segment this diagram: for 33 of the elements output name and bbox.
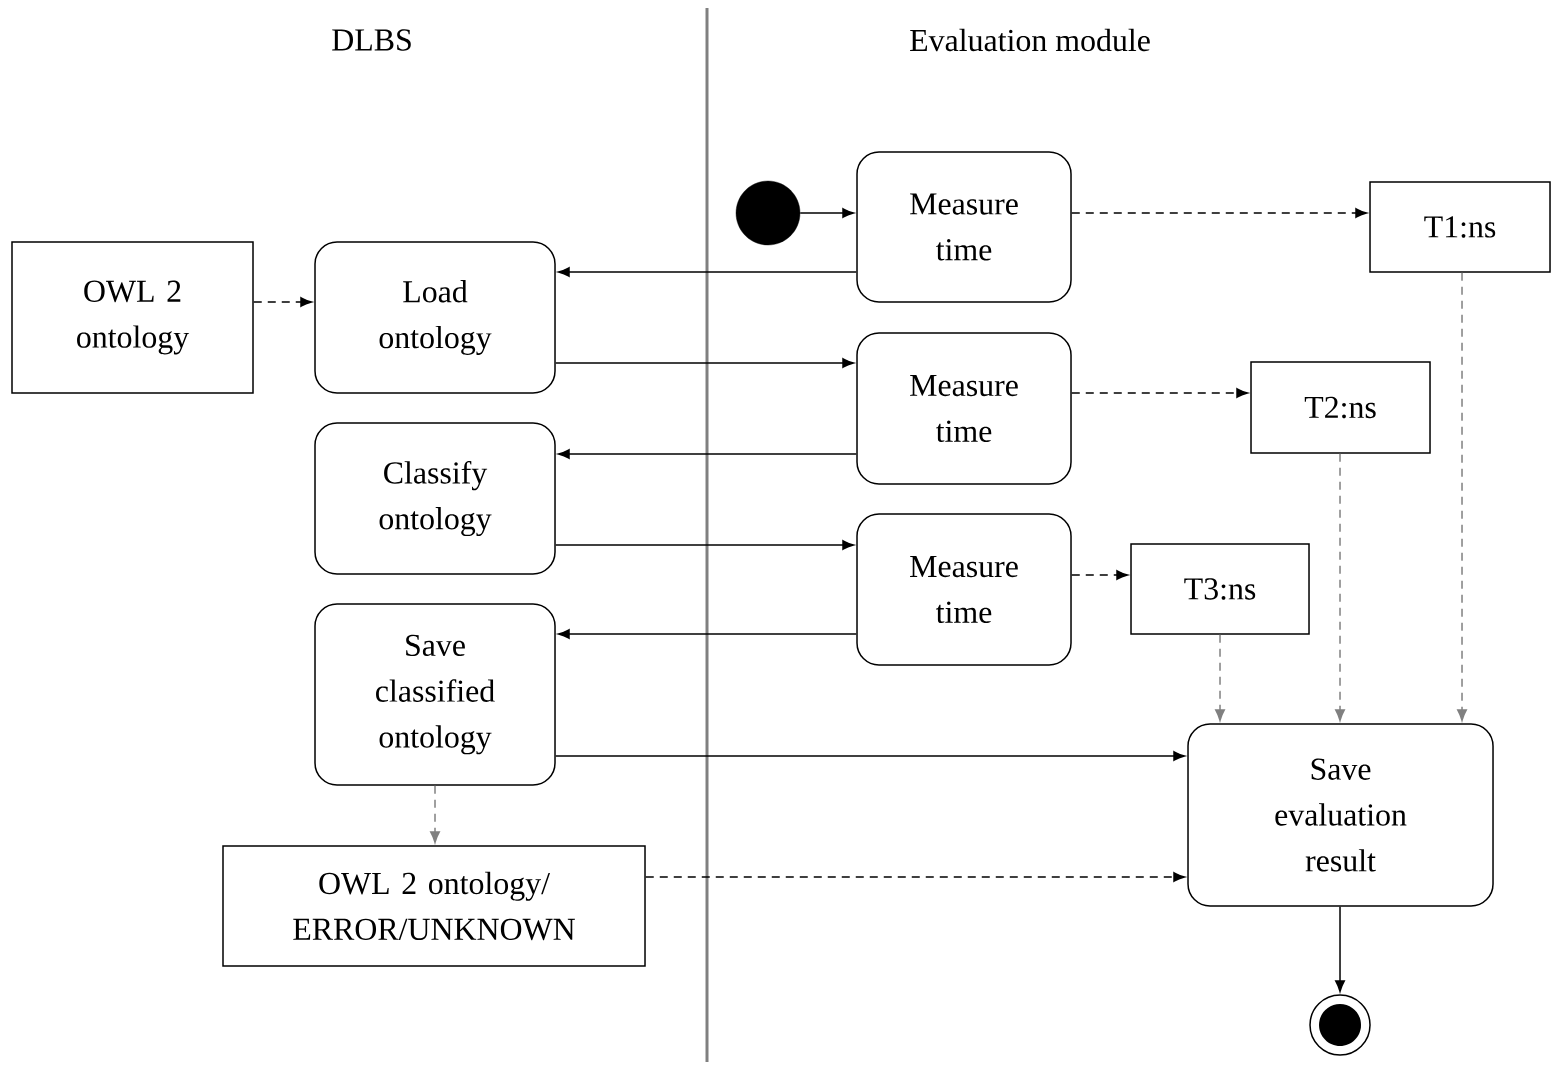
arrow <box>645 872 1186 882</box>
arrow <box>557 267 857 277</box>
arrow <box>557 449 857 459</box>
action-box: Classify ontology <box>314 422 556 575</box>
end-node <box>1309 994 1371 1056</box>
arrow <box>1457 272 1467 722</box>
arrow <box>799 208 855 218</box>
arrow <box>555 540 855 550</box>
arrow <box>1071 388 1249 398</box>
lane-heading: Evaluation module <box>910 28 1150 52</box>
object-box: OWL 2 ontology/ ERROR/UNKNOWN <box>222 845 646 967</box>
object-box: T2:ns <box>1250 361 1431 454</box>
arrow <box>1335 906 1345 993</box>
action-box: Measure time <box>856 332 1072 485</box>
arrow <box>555 358 855 368</box>
arrow <box>430 785 440 844</box>
arrow <box>557 629 857 639</box>
action-box: Load ontology <box>314 241 556 394</box>
action-box: Save classified ontology <box>314 603 556 786</box>
action-box: Save evaluation result <box>1187 723 1494 907</box>
arrow <box>1071 208 1368 218</box>
object-box: OWL 2 ontology <box>11 241 254 394</box>
arrow <box>253 297 313 307</box>
arrow <box>1335 453 1345 722</box>
start-node <box>735 180 801 246</box>
lane-heading: DLBS <box>332 29 411 51</box>
arrow <box>1071 570 1129 580</box>
action-box: Measure time <box>856 513 1072 666</box>
action-box: Measure time <box>856 151 1072 303</box>
object-box: T1:ns <box>1369 181 1551 273</box>
arrow <box>555 751 1186 761</box>
arrow <box>1215 634 1225 722</box>
object-box: T3:ns <box>1130 543 1310 635</box>
